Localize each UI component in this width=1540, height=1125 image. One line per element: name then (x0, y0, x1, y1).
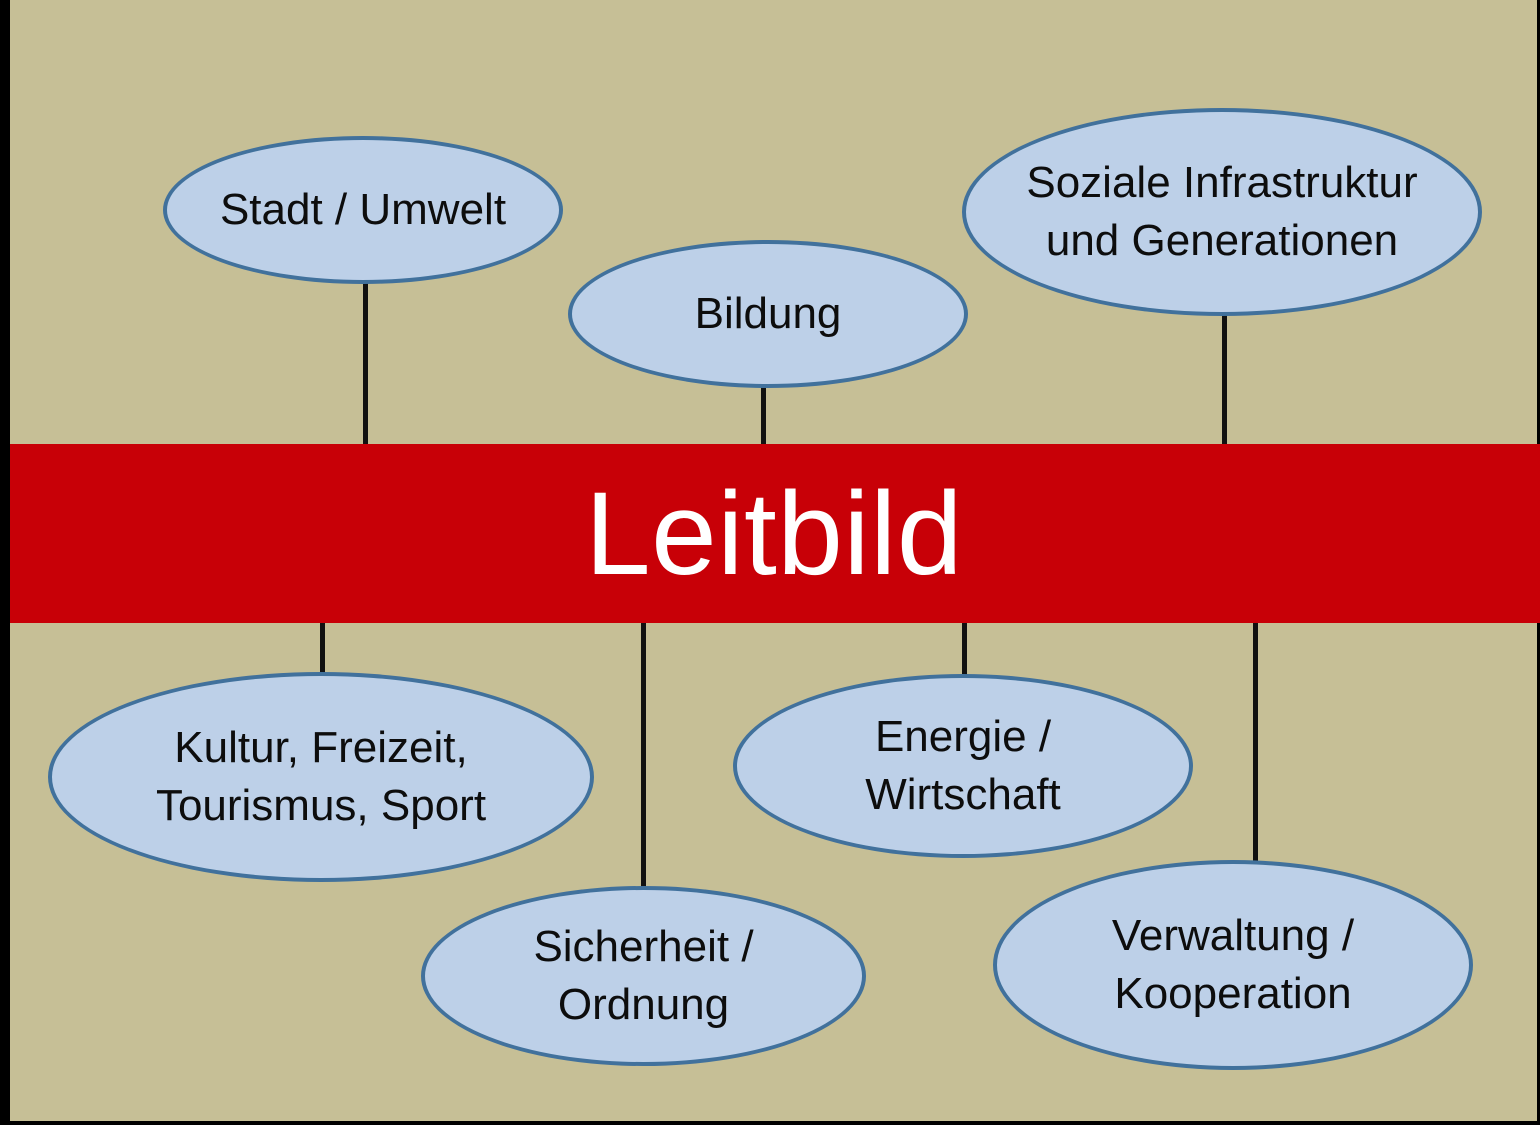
connector-kultur-freizeit (320, 618, 325, 678)
node-energie-wirtschaft[interactable]: Energie / Wirtschaft (733, 674, 1193, 858)
node-stadt-umwelt[interactable]: Stadt / Umwelt (163, 136, 563, 284)
node-label-bildung: Bildung (694, 289, 842, 339)
node-label-soziale-infrastruktur: Soziale Infrastruktur und Generationen (1026, 157, 1418, 265)
node-label-sicherheit-ordnung: Sicherheit / Ordnung (533, 921, 754, 1029)
connector-bildung (761, 385, 766, 450)
node-label-verwaltung-kooperation: Verwaltung / Kooperation (1111, 910, 1355, 1018)
connector-stadt-umwelt (363, 280, 368, 450)
connector-energie-wirtschaft (962, 618, 967, 680)
connector-soziale-infrastruktur (1222, 312, 1227, 450)
node-bildung[interactable]: Bildung (568, 240, 968, 388)
connector-verwaltung-kooperation (1253, 618, 1258, 886)
center-banner: Leitbild (10, 444, 1540, 623)
node-soziale-infrastruktur[interactable]: Soziale Infrastruktur und Generationen (962, 108, 1482, 316)
node-sicherheit-ordnung[interactable]: Sicherheit / Ordnung (421, 886, 866, 1066)
node-label-energie-wirtschaft: Energie / Wirtschaft (865, 711, 1061, 819)
node-kultur-freizeit[interactable]: Kultur, Freizeit, Tourismus, Sport (48, 672, 594, 882)
node-label-stadt-umwelt: Stadt / Umwelt (219, 185, 507, 235)
node-verwaltung-kooperation[interactable]: Verwaltung / Kooperation (993, 860, 1473, 1070)
node-label-kultur-freizeit: Kultur, Freizeit, Tourismus, Sport (155, 722, 487, 830)
connector-sicherheit-ordnung (641, 618, 646, 893)
center-banner-label: Leitbild (585, 467, 963, 600)
